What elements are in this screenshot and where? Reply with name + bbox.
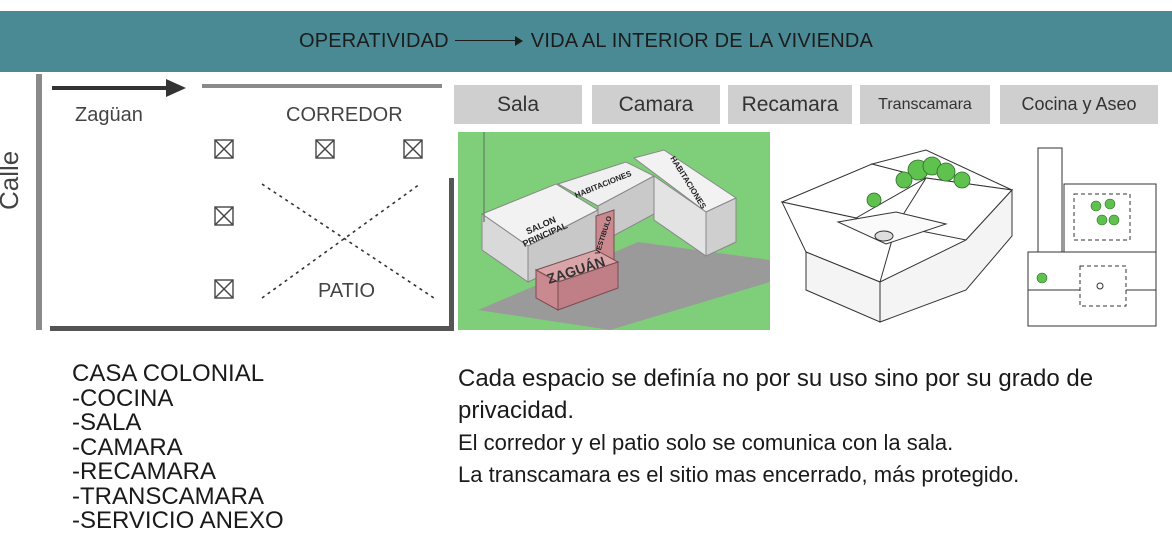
- list-item: -CAMARA: [72, 433, 183, 461]
- corredor-label: CORREDOR: [286, 104, 403, 126]
- tab-recamara: Recamara: [728, 85, 852, 124]
- list-item: -TRANSCAMARA: [72, 482, 265, 510]
- header-band: OPERATIVIDAD VIDA AL INTERIOR DE LA VIVI…: [0, 11, 1172, 72]
- list-item: -SALA: [72, 409, 142, 436]
- tab-sala: Sala: [454, 85, 582, 124]
- list-item: -COCINA: [72, 384, 174, 412]
- tab-transcamara: Transcamara: [860, 85, 990, 124]
- house-room-list: CASA COLONIAL -COCINA -SALA -CAMARA -REC…: [72, 360, 284, 534]
- right-wall: [449, 178, 454, 331]
- tab-cocina-y-aseo: Cocina y Aseo: [1000, 85, 1158, 124]
- list-item: -RECAMARA: [72, 458, 217, 485]
- floor-plan-image: [1027, 147, 1157, 327]
- header-right-label: VIDA AL INTERIOR DE LA VIVIENDA: [530, 30, 874, 52]
- zaguan-arrow-head: [166, 79, 186, 97]
- top-wall: [202, 84, 442, 88]
- description-line: Cada espacio se definía no por su uso si…: [458, 365, 1094, 392]
- description-line: La transcamara es el sitio mas encerrado…: [458, 462, 1020, 487]
- header-arrow-line: [454, 40, 515, 41]
- header-arrow-head: [514, 35, 523, 46]
- bottom-wall: [50, 326, 454, 331]
- tab-camara: Camara: [592, 85, 720, 124]
- patio-diagonal-2: [261, 183, 421, 299]
- calle-label: Calle: [0, 150, 24, 210]
- description-line: privacidad.: [458, 397, 575, 424]
- list-item: CASA COLONIAL: [72, 360, 265, 387]
- column-markers: [214, 139, 423, 299]
- description-text: Cada espacio se definía no por su uso si…: [458, 363, 1093, 491]
- zaguan-label: Zagüan: [75, 104, 143, 126]
- description-line: El corredor y el patio solo se comunica …: [458, 430, 954, 455]
- header-left-label: OPERATIVIDAD: [298, 30, 449, 52]
- list-item: -SERVICIO ANEXO: [72, 507, 284, 534]
- massing-model-image: SALON PRINCIPAL HABITACIONES HABITACIONE…: [458, 132, 770, 330]
- patio-label: PATIO: [318, 280, 376, 302]
- plan-diagram: [36, 74, 454, 331]
- street-wall: [36, 74, 42, 330]
- perspective-drawing-image: [780, 149, 1014, 323]
